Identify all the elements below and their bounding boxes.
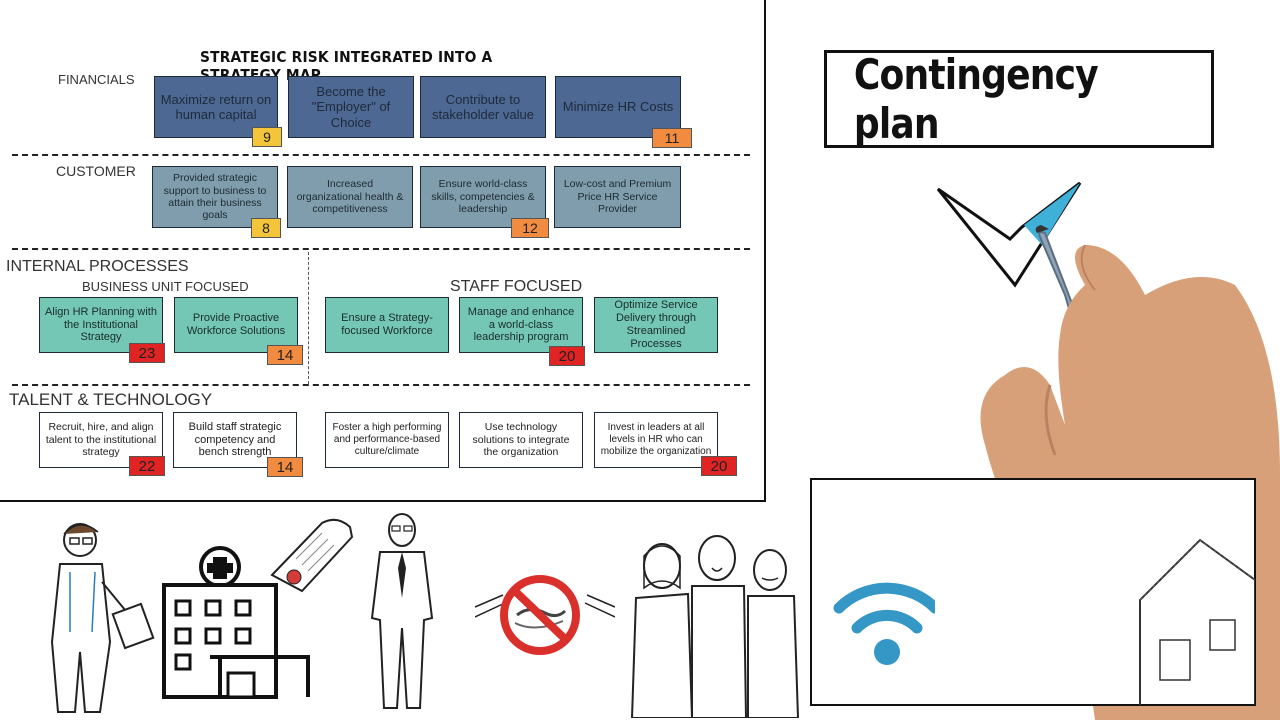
section-divider bbox=[12, 384, 750, 386]
objective-text: Optimize Service Delivery through Stream… bbox=[614, 299, 698, 350]
objective-text: Provided strategic support to business t… bbox=[163, 172, 267, 222]
objective-box: Recruit, hire, and align talent to the i… bbox=[39, 412, 163, 468]
section-label-financials: FINANCIALS bbox=[58, 72, 135, 87]
objective-text: Build staff strategic competency and ben… bbox=[188, 420, 282, 459]
risk-badge: 22 bbox=[129, 456, 165, 476]
hospital-sketch bbox=[162, 546, 310, 699]
objective-box: Optimize Service Delivery through Stream… bbox=[594, 297, 718, 353]
objective-box: Low-cost and Premium Price HR Service Pr… bbox=[554, 166, 681, 228]
objective-box: Build staff strategic competency and ben… bbox=[173, 412, 297, 468]
objective-text: Contribute to stakeholder value bbox=[432, 91, 534, 122]
strategy-map-panel: STRATEGIC RISK INTEGRATED INTO A STRATEG… bbox=[0, 0, 766, 502]
objective-box: Contribute to stakeholder value bbox=[420, 76, 546, 138]
risk-badge: 12 bbox=[511, 218, 549, 238]
no-handshake-icon bbox=[475, 575, 615, 655]
contingency-plan-title: Contingency plan bbox=[853, 50, 1099, 148]
risk-badge: 20 bbox=[549, 346, 585, 366]
objective-box: Manage and enhance a world-class leaders… bbox=[459, 297, 583, 353]
objective-text: Use technology solutions to integrate th… bbox=[472, 421, 570, 459]
risk-badge: 14 bbox=[267, 345, 303, 365]
section-label-internal: INTERNAL PROCESSES bbox=[6, 258, 189, 275]
objective-text: Minimize HR Costs bbox=[562, 99, 674, 115]
house-wifi-frame bbox=[810, 478, 1256, 706]
objective-text: Manage and enhance a world-class leaders… bbox=[467, 305, 575, 344]
objective-box: Foster a high performing and performance… bbox=[325, 412, 449, 468]
section-label-staff: STAFF FOCUSED bbox=[450, 278, 583, 295]
doctor-sketch bbox=[50, 523, 155, 713]
risk-badge: 11 bbox=[652, 128, 692, 148]
objective-text: Ensure world-class skills, competencies … bbox=[431, 178, 535, 216]
section-label-talent: TALENT & TECHNOLOGY bbox=[9, 390, 213, 409]
objective-box: Increased organizational health & compet… bbox=[287, 166, 413, 228]
objective-box: Ensure world-class skills, competencies … bbox=[420, 166, 546, 228]
businessman-sketch bbox=[370, 513, 434, 709]
objective-text: Invest in leaders at all levels in HR wh… bbox=[600, 422, 712, 457]
certificate-sketch bbox=[270, 518, 354, 593]
objective-text: Become the "Employer" of Choice bbox=[311, 84, 391, 130]
objective-text: Increased organizational health & compet… bbox=[296, 178, 404, 216]
section-label-customer: CUSTOMER bbox=[56, 163, 136, 179]
objective-text: Ensure a Strategy-focused Workforce bbox=[341, 312, 433, 337]
objective-text: Maximize return on human capital bbox=[160, 91, 272, 122]
objective-text: Foster a high performing and performance… bbox=[332, 422, 442, 457]
objective-box: Invest in leaders at all levels in HR wh… bbox=[594, 412, 718, 468]
risk-badge: 23 bbox=[129, 343, 165, 363]
objective-text: Recruit, hire, and align talent to the i… bbox=[45, 421, 157, 459]
risk-badge: 9 bbox=[252, 127, 282, 147]
section-vertical-divider bbox=[308, 252, 309, 384]
risk-badge: 8 bbox=[251, 218, 281, 238]
contingency-plan-card: Contingency plan bbox=[824, 50, 1214, 148]
objective-box: Ensure a Strategy-focused Workforce bbox=[325, 297, 449, 353]
objective-text: Low-cost and Premium Price HR Service Pr… bbox=[563, 178, 672, 216]
objective-box: Become the "Employer" of Choice bbox=[288, 76, 414, 138]
worried-group-sketch bbox=[630, 535, 800, 718]
risk-badge: 14 bbox=[267, 457, 303, 477]
section-label-business-unit: BUSINESS UNIT FOCUSED bbox=[82, 279, 249, 294]
objective-text: Provide Proactive Workforce Solutions bbox=[186, 312, 286, 337]
objective-text: Align HR Planning with the Institutional… bbox=[45, 305, 157, 344]
objective-box: Minimize HR Costs bbox=[555, 76, 681, 138]
house-sketch bbox=[1139, 538, 1255, 705]
section-divider bbox=[12, 154, 750, 156]
objective-box: Provided strategic support to business t… bbox=[152, 166, 278, 228]
objective-box: Provide Proactive Workforce Solutions bbox=[174, 297, 298, 353]
wifi-icon bbox=[833, 582, 935, 665]
section-divider bbox=[12, 248, 750, 250]
risk-badge: 20 bbox=[701, 456, 737, 476]
objective-box: Use technology solutions to integrate th… bbox=[459, 412, 583, 468]
